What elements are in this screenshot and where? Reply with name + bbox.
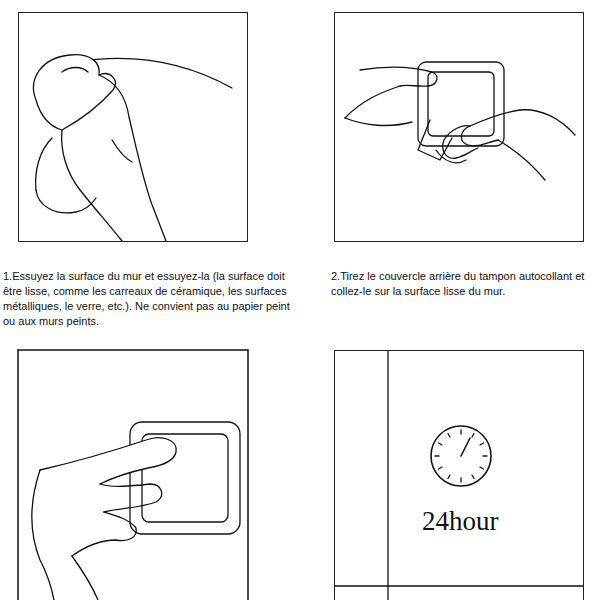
step-panel: 2.Tirez le couvercle arrière du tampon a… [334, 12, 584, 242]
step-caption: 2.Tirez le couvercle arrière du tampon a… [331, 269, 599, 299]
duration-label: 24hour [422, 506, 499, 537]
step-panel: 24hour [334, 350, 584, 600]
step-caption: 1.Essuyez la surface du mur et essuyez-l… [3, 269, 303, 329]
step-panel: 1.Essuyez la surface du mur et essuyez-l… [18, 12, 248, 242]
